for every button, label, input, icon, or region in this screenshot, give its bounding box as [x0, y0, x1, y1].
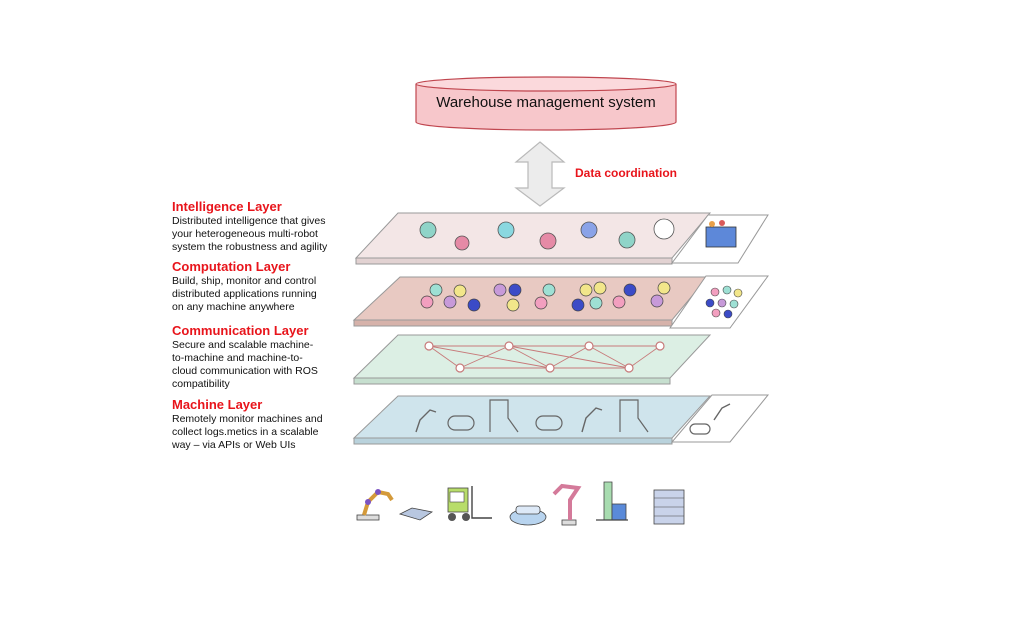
layer-desc-line: compatibility — [172, 378, 230, 390]
layer-desc-line: cloud communication with ROS — [172, 365, 318, 377]
layer-desc-line: Remotely monitor machines and — [172, 413, 323, 425]
layer-desc-line: to-machine and machine-to- — [172, 352, 303, 364]
layer-title: Intelligence Layer — [172, 199, 282, 214]
wms-cylinder — [415, 76, 677, 131]
node-icon — [424, 341, 665, 373]
data-coordination-arrow — [514, 141, 566, 207]
data-coordination-label: Data coordination — [575, 166, 678, 180]
layer-desc-line: on any machine anywhere — [172, 301, 295, 313]
intelligence-layer-text: Intelligence Layer Distributed intellige… — [172, 199, 372, 254]
layer-desc-line: collect logs.metics in a scalable — [172, 426, 319, 438]
machine-layer-text: Machine Layer Remotely monitor machines … — [172, 397, 372, 452]
layer-desc-line: system the robustness and agility — [172, 241, 328, 253]
layer-title: Computation Layer — [172, 259, 291, 274]
forklift-icon — [489, 399, 649, 433]
layer-desc-line: Distributed intelligence that gives — [172, 215, 326, 227]
server-rack-icon — [705, 220, 737, 248]
computation-plate — [352, 275, 769, 329]
mobile-robot-icon — [447, 415, 711, 435]
mobile-robot-icon — [398, 507, 434, 521]
layer-title: Machine Layer — [172, 397, 263, 412]
forklift-icon — [447, 486, 492, 521]
intelligence-plate — [354, 212, 769, 265]
machine-plate — [352, 394, 770, 445]
layer-desc-line: your heterogeneous multi-robot — [172, 228, 318, 240]
mobile-robot-icon — [509, 505, 547, 526]
app-icon — [420, 281, 743, 319]
robot-arm-icon — [552, 483, 582, 526]
robot-arm-icon — [356, 489, 394, 521]
layer-title: Communication Layer — [172, 323, 309, 338]
computation-layer-text: Computation Layer Build, ship, monitor a… — [172, 259, 372, 314]
robot-arm-icon — [415, 403, 731, 433]
communication-layer-text: Communication Layer Secure and scalable … — [172, 323, 372, 391]
layer-desc-line: way – via APIs or Web UIs — [172, 439, 296, 451]
layer-desc-line: distributed applications running — [172, 288, 317, 300]
wms-label: Warehouse management system — [436, 94, 656, 111]
layer-desc-line: Secure and scalable machine- — [172, 339, 314, 351]
forklift-icon — [596, 481, 628, 521]
brain-icon — [419, 218, 675, 251]
server-rack-icon — [653, 489, 685, 525]
layer-desc-line: Build, ship, monitor and control — [172, 275, 317, 287]
communication-plate — [352, 334, 712, 385]
